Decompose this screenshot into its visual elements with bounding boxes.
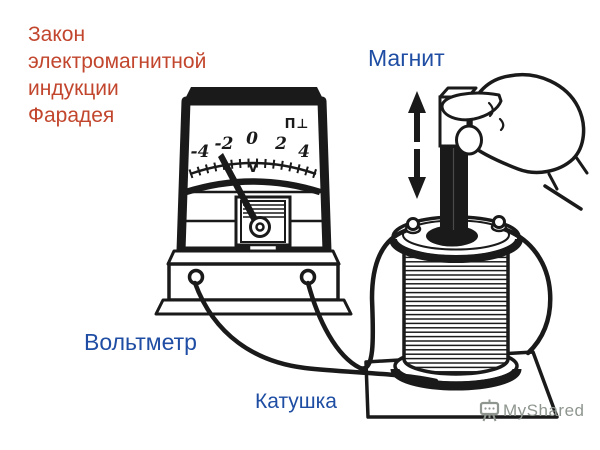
slide-title: Закон электромагнитной индукции Фарадея [28, 21, 206, 129]
title-line: Фарадея [28, 104, 115, 127]
orientation-symbols: П⊥ [285, 117, 310, 132]
watermark-text: MyShared [503, 401, 585, 420]
coil-windings [402, 248, 510, 376]
scale-tick-label: 4 [298, 142, 310, 162]
title-line: электромагнитной [28, 50, 207, 73]
scale-tick-label: 2 [274, 134, 287, 154]
fingertip [455, 124, 483, 156]
voltmeter-base [154, 249, 353, 316]
title-line: индукции [28, 77, 119, 100]
voltmeter-label: Вольтметр [84, 329, 197, 355]
sleeve-cuff-line [543, 184, 583, 211]
wire-to-left-post [305, 226, 414, 371]
coil-label: Катушка [255, 390, 337, 413]
scale-tick-label: -4 [191, 142, 210, 162]
unit-symbol: V [248, 161, 258, 176]
coil-drawing [389, 215, 523, 391]
projector-screen-icon [479, 399, 500, 422]
wire-left-terminal [192, 280, 439, 384]
hand-drawing [440, 73, 589, 211]
up-arrow-icon [408, 91, 426, 142]
motion-arrows [408, 91, 426, 199]
wire-to-right-post [498, 225, 553, 356]
scale-tick-label: -2 [215, 134, 234, 154]
voltmeter-scale: -4 -2 0 2 4 П⊥ V [188, 117, 318, 179]
title-line: Закон [28, 23, 86, 46]
scale-tick-label: 0 [246, 129, 258, 149]
coil-binding-posts [404, 215, 508, 235]
wires [192, 225, 553, 384]
watermark: MyShared [479, 399, 584, 423]
magnet-label: Магнит [368, 45, 445, 71]
down-arrow-icon [408, 149, 426, 199]
voltmeter-needle [218, 153, 263, 229]
